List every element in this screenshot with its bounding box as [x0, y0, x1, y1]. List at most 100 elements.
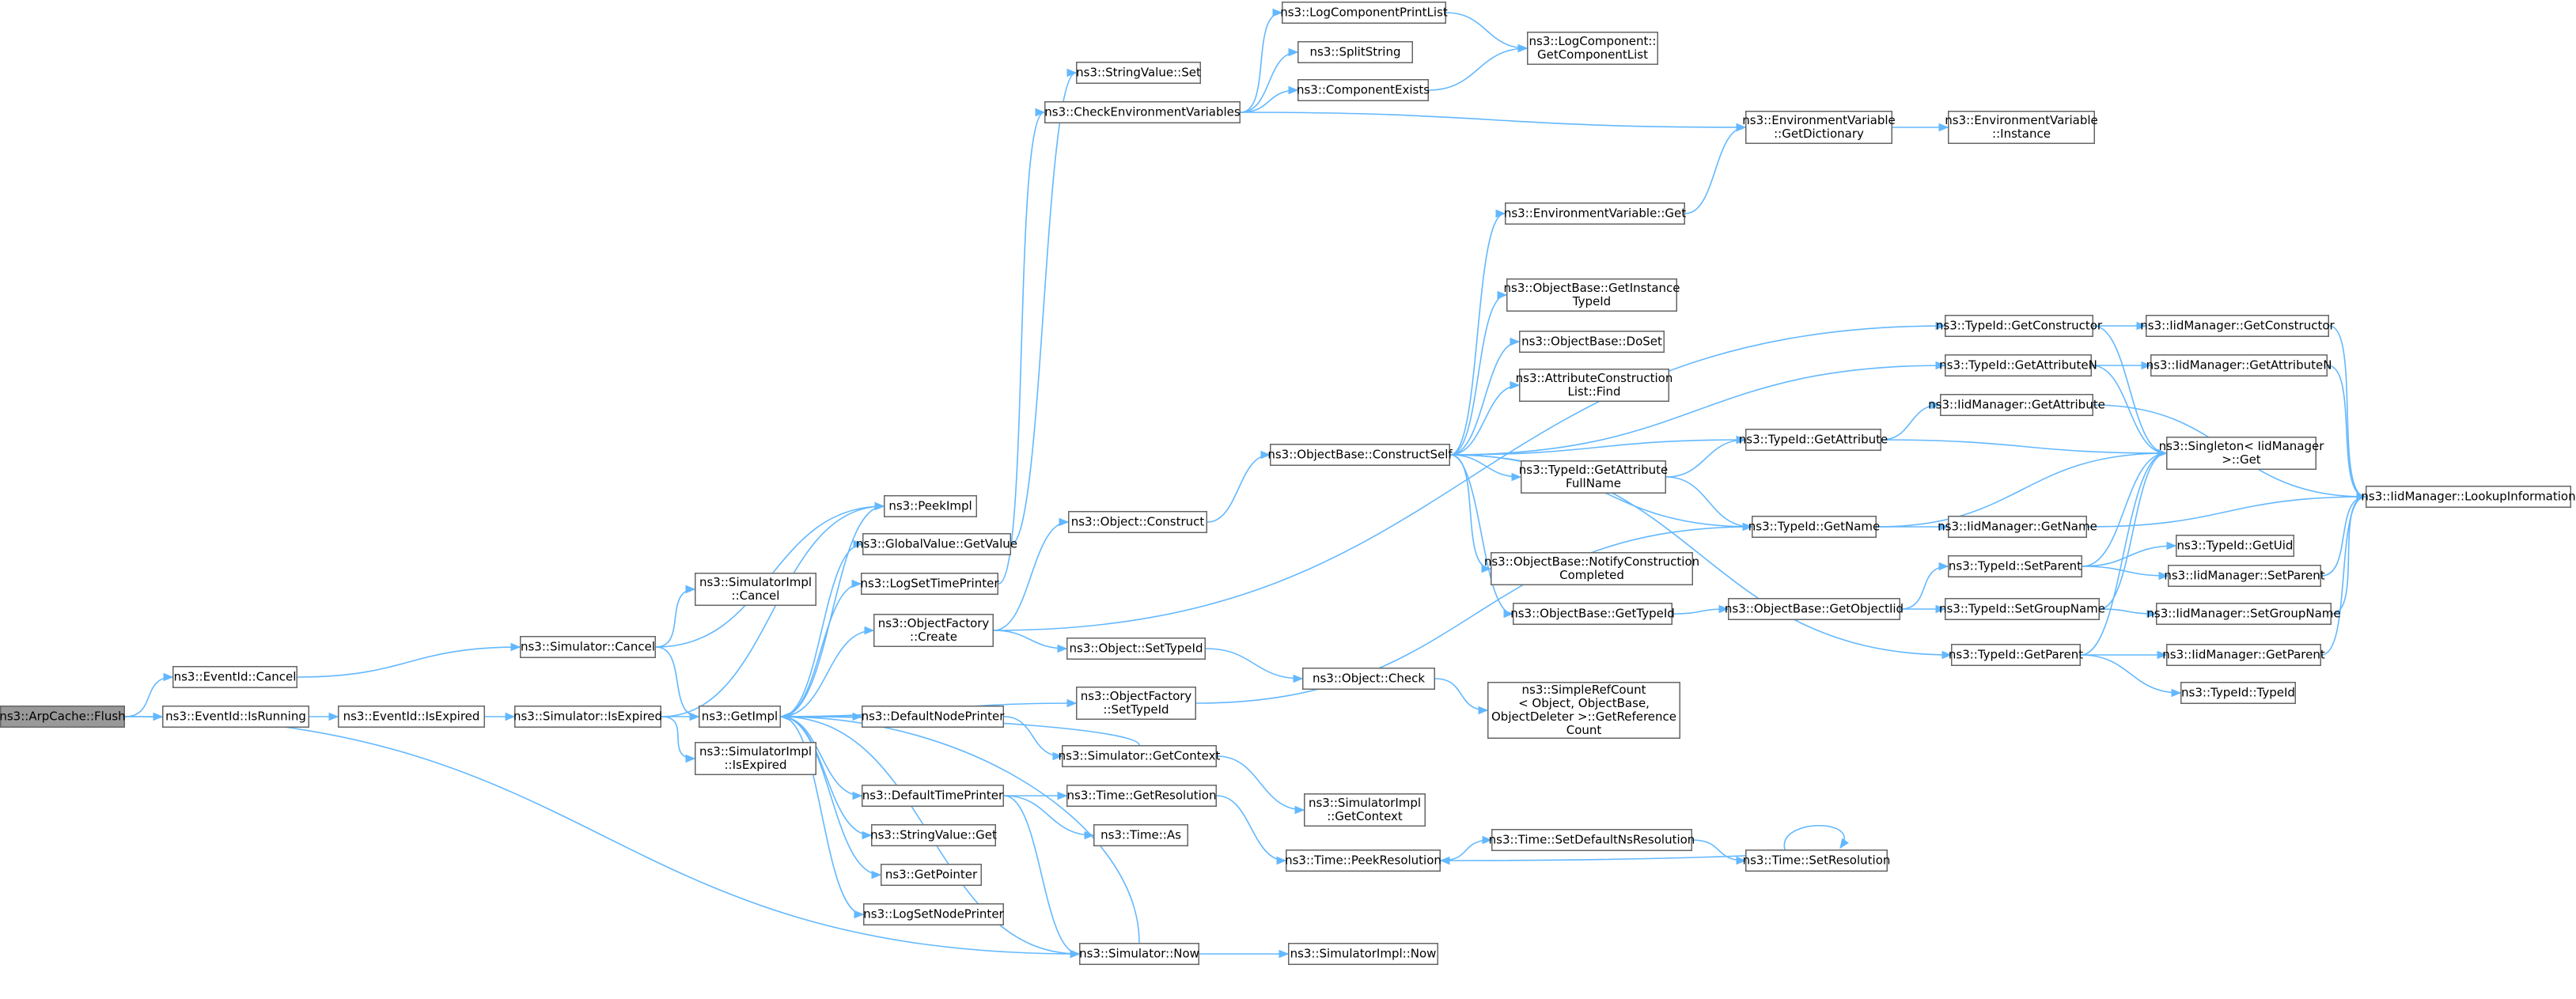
- node-checkenv[interactable]: ns3::CheckEnvironmentVariables: [1044, 101, 1241, 123]
- node-getpointer[interactable]: ns3::GetPointer: [881, 864, 982, 886]
- node-label: ns3::EventId::Cancel: [174, 670, 297, 684]
- node-flush[interactable]: ns3::ArpCache::Flush: [0, 706, 126, 728]
- node-iidmgr-lookupinfo[interactable]: ns3::IidManager::LookupInformation: [2361, 486, 2576, 508]
- node-objfactory-settypeid[interactable]: ns3::ObjectFactory::SetTypeId: [1076, 687, 1196, 720]
- node-logsetnodeprinter[interactable]: ns3::LogSetNodePrinter: [863, 903, 1005, 925]
- edge-flush-to-eid-cancel: [124, 672, 174, 717]
- edge-arrowhead: [1057, 644, 1068, 653]
- node-objbase-constructself[interactable]: ns3::ObjectBase::ConstructSelf: [1267, 444, 1453, 466]
- node-objbase-gettypeid[interactable]: ns3::ObjectBase::GetTypeId: [1510, 603, 1675, 625]
- edge-arrowhead: [1736, 435, 1747, 445]
- edge-envvar-getdict-to-envvar-instance: [1892, 123, 1949, 132]
- node-objbase-getobjectiid[interactable]: ns3::ObjectBase::GetObjectIid: [1725, 598, 1904, 620]
- node-simimpl-cancel[interactable]: ns3::SimulatorImpl::Cancel: [695, 573, 816, 606]
- node-typeid-getparent[interactable]: ns3::TypeId::GetParent: [1949, 644, 2083, 666]
- node-sim-now[interactable]: ns3::Simulator::Now: [1079, 943, 1199, 965]
- node-objbase-doset[interactable]: ns3::ObjectBase::DoSet: [1519, 331, 1665, 353]
- node-box: [514, 706, 661, 728]
- edge-arrowhead: [1736, 856, 1747, 865]
- node-peekimpl[interactable]: ns3::PeekImpl: [884, 495, 977, 517]
- edge-layer: [124, 8, 2367, 959]
- edge-line: [1003, 795, 1080, 955]
- edge-line: [1216, 755, 1305, 811]
- node-envvar-getdict[interactable]: ns3::EnvironmentVariable::GetDictionary: [1742, 111, 1896, 144]
- node-time-setdefaultns[interactable]: ns3::Time::SetDefaultNsResolution: [1489, 829, 1695, 851]
- node-sim-cancel[interactable]: ns3::Simulator::Cancel: [520, 636, 656, 658]
- node-iidmgr-getname[interactable]: ns3::IidManager::GetName: [1938, 516, 2097, 538]
- node-simimpl-getcontext[interactable]: ns3::SimulatorImpl::GetContext: [1304, 793, 1426, 827]
- node-layer: ns3::ArpCache::Flush ns3::EventId::Cancel…: [0, 2, 2576, 965]
- node-label: ns3::ObjectBase::NotifyConstruction: [1484, 554, 1699, 569]
- node-time-getresolution[interactable]: ns3::Time::GetResolution: [1066, 785, 1217, 807]
- node-label: ns3::Simulator::Cancel: [521, 640, 655, 654]
- node-getimpl[interactable]: ns3::GetImpl: [699, 706, 781, 728]
- node-iidmgr-getconstructor[interactable]: ns3::IidManager::GetConstructor: [2140, 315, 2335, 337]
- node-simplerefcount[interactable]: ns3::SimpleRefCount< Object, ObjectBase,…: [1487, 682, 1680, 739]
- node-eid-isrunning[interactable]: ns3::EventId::IsRunning: [162, 706, 309, 728]
- node-iidmgr-setparent[interactable]: ns3::IidManager::SetParent: [2164, 565, 2325, 587]
- node-sim-isexpired[interactable]: ns3::Simulator::IsExpired: [513, 706, 662, 728]
- node-simimpl-isexpired[interactable]: ns3::SimulatorImpl::IsExpired: [695, 742, 816, 775]
- node-box: [1093, 824, 1188, 846]
- node-defaultnodeprinter[interactable]: ns3::DefaultNodePrinter: [862, 706, 1006, 728]
- edge-line: [1207, 454, 1271, 523]
- node-obj-settypeid[interactable]: ns3::Object::SetTypeId: [1066, 638, 1206, 660]
- edge-arrowhead: [1935, 321, 1946, 331]
- node-obj-construct[interactable]: ns3::Object::Construct: [1068, 511, 1207, 533]
- node-typeid-getuid[interactable]: ns3::TypeId::GetUid: [2176, 535, 2294, 557]
- node-envvar-instance[interactable]: ns3::EnvironmentVariable::Instance: [1945, 111, 2098, 144]
- node-objfactory-create[interactable]: ns3::ObjectFactory::Create: [873, 614, 994, 647]
- node-iidmgr-getparent[interactable]: ns3::IidManager::GetParent: [2162, 644, 2325, 666]
- node-logsettimeprinter[interactable]: ns3::LogSetTimePrinter: [860, 573, 999, 595]
- node-typeid-getattribute[interactable]: ns3::TypeId::GetAttribute: [1739, 429, 1888, 451]
- node-box: [1286, 850, 1441, 872]
- node-stringvalue-get[interactable]: ns3::StringValue::Get: [870, 824, 997, 846]
- node-objbase-notifyconstr[interactable]: ns3::ObjectBase::NotifyConstructionCompl…: [1484, 552, 1699, 585]
- node-time-as[interactable]: ns3::Time::As: [1093, 824, 1188, 846]
- node-label: ns3::EnvironmentVariable: [1742, 113, 1895, 127]
- edge-arrowhead: [1052, 751, 1063, 761]
- node-label: ::Cancel: [732, 588, 780, 603]
- edge-line: [2080, 654, 2181, 694]
- node-eid-cancel[interactable]: ns3::EventId::Cancel: [172, 666, 297, 688]
- node-box: [338, 706, 485, 728]
- node-typeid-setparent[interactable]: ns3::TypeId::SetParent: [1948, 555, 2082, 577]
- node-splitstring[interactable]: ns3::SplitString: [1297, 41, 1413, 63]
- edge-arrowhead: [862, 831, 873, 840]
- node-singleton-get[interactable]: ns3::Singleton< IidManager>::Get: [2159, 437, 2325, 470]
- node-typeid-getconstructor[interactable]: ns3::TypeId::GetConstructor: [1936, 315, 2103, 337]
- edge-line: [2082, 566, 2169, 577]
- edge-arrowhead: [1495, 209, 1506, 218]
- node-iidmgr-getattributen[interactable]: ns3::IidManager::GetAttributeN: [2146, 354, 2332, 377]
- node-logcomp-getlist[interactable]: ns3::LogComponent::GetComponentList: [1527, 32, 1658, 65]
- node-time-setresolution[interactable]: ns3::Time::SetResolution: [1743, 850, 1891, 872]
- node-iidmgr-getattribute[interactable]: ns3::IidManager::GetAttribute: [1928, 394, 2105, 416]
- node-eid-isexpired[interactable]: ns3::EventId::IsExpired: [338, 706, 485, 728]
- node-label: ns3::Singleton< IidManager: [2159, 439, 2325, 453]
- node-iidmgr-setgroupname[interactable]: ns3::IidManager::SetGroupName: [2146, 603, 2341, 625]
- node-typeid-getattributen[interactable]: ns3::TypeId::GetAttributeN: [1939, 354, 2097, 377]
- edge-arrowhead: [854, 910, 865, 919]
- node-logcomplist[interactable]: ns3::LogComponentPrintList: [1280, 2, 1448, 24]
- edge-typeid-setgroupname-to-iidmgr-setgroupname: [2099, 608, 2157, 619]
- node-typeid-getname[interactable]: ns3::TypeId::GetName: [1748, 516, 1880, 538]
- node-time-peekresolution[interactable]: ns3::Time::PeekResolution: [1285, 850, 1441, 872]
- edge-arrowhead: [1497, 290, 1508, 300]
- node-compexists[interactable]: ns3::ComponentExists: [1297, 79, 1430, 101]
- edge-typeid-setparent-to-typeid-getuid: [2082, 541, 2177, 567]
- node-envvar-get[interactable]: ns3::EnvironmentVariable::Get: [1504, 202, 1686, 225]
- node-typeid-setgroupname[interactable]: ns3::TypeId::SetGroupName: [1939, 598, 2105, 620]
- edge-line: [993, 325, 1945, 631]
- node-obj-check[interactable]: ns3::Object::Check: [1302, 668, 1435, 690]
- node-sim-getcontext[interactable]: ns3::Simulator::GetContext: [1059, 745, 1221, 767]
- node-defaulttimeprinter[interactable]: ns3::DefaultTimePrinter: [862, 785, 1004, 807]
- node-typeid-typeid[interactable]: ns3::TypeId::TypeId: [2180, 682, 2296, 704]
- node-gv-getvalue[interactable]: ns3::GlobalValue::GetValue: [856, 533, 1017, 555]
- edge-arrowhead: [2166, 541, 2177, 551]
- node-stringvalue-set[interactable]: ns3::StringValue::Set: [1076, 62, 1201, 84]
- node-simimpl-now[interactable]: ns3::SimulatorImpl::Now: [1288, 943, 1438, 965]
- edge-line: [1665, 439, 1746, 478]
